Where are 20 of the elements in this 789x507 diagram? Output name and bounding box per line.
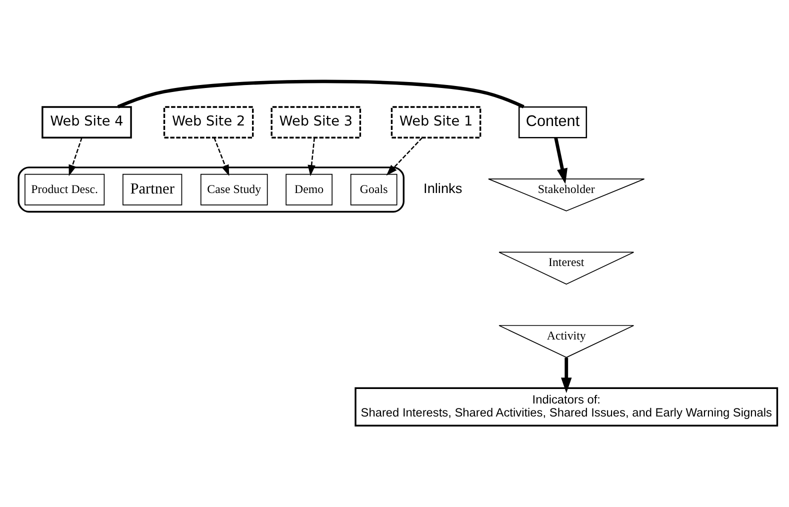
connector: [117, 80, 524, 108]
node-box: Goals: [350, 174, 398, 206]
arrow: [386, 137, 423, 176]
node-box: Product Desc.: [24, 174, 105, 206]
arrow: [308, 138, 316, 176]
node-box: Indicators of: Shared Interests, Shared Activities, Shared Issues, and Early Warning Signals: [354, 387, 778, 426]
node-box: Web Site 1: [390, 106, 482, 138]
node-box: Partner: [122, 174, 182, 206]
label: Inlinks: [424, 180, 462, 196]
node-box: Demo: [286, 174, 333, 206]
cluster: [18, 166, 405, 213]
node-box: Case Study: [200, 174, 268, 206]
node-box: Content: [518, 106, 588, 138]
arrow: [68, 138, 82, 176]
node-box: Web Site 3: [270, 106, 362, 138]
node-box: Web Site 4: [42, 106, 132, 138]
node-box: Web Site 2: [163, 106, 254, 138]
arrow: [561, 358, 572, 394]
arrow: [214, 137, 230, 176]
arrow: [554, 137, 568, 184]
